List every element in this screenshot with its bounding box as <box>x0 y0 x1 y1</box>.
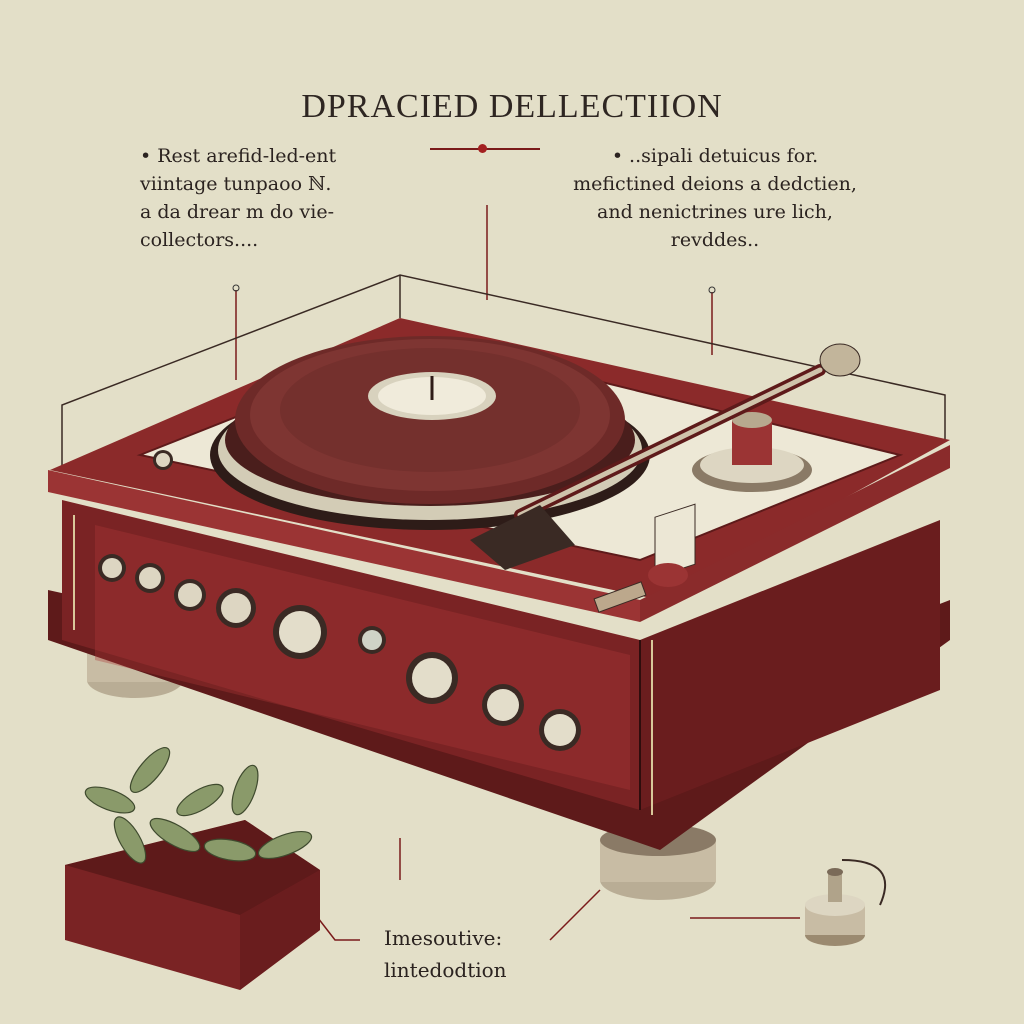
control-knob <box>358 626 386 654</box>
callout-left-line: • Rest arefid-led-ent <box>140 145 337 167</box>
control-knob <box>539 709 581 751</box>
title-divider-dot <box>478 144 487 153</box>
callout-left: • Rest arefid-led-ent viintage tunpaoo ℕ… <box>140 142 440 254</box>
control-knob <box>98 554 126 582</box>
callout-left-line: collectors.... <box>140 229 259 251</box>
leader-dot <box>232 284 240 292</box>
control-knob <box>135 563 165 593</box>
control-knobs <box>98 450 581 751</box>
callout-leaders <box>235 205 800 941</box>
control-knob <box>273 605 327 659</box>
control-knob <box>406 652 458 704</box>
callout-bottom-line: Imesoutive: <box>384 926 503 950</box>
callout-left-line: a da drear m do vie- <box>140 201 335 223</box>
tonearm <box>470 343 861 570</box>
page-title: DPRACIED DELLECTIION <box>301 88 723 125</box>
leader-dot <box>708 286 716 294</box>
control-knob <box>174 579 206 611</box>
callout-right-line: and nenictrines ure lich, <box>597 201 833 223</box>
potted-plant-icon <box>65 747 320 990</box>
callout-right-line: revddes.. <box>670 229 760 251</box>
callout-right: • ..sipali detuicus for. mefictined deio… <box>520 142 910 254</box>
pitch-controls <box>593 503 696 613</box>
callout-left-line: viintage tunpaoo ℕ. <box>140 173 332 195</box>
control-knob <box>482 684 524 726</box>
platter <box>210 336 650 530</box>
control-knob <box>216 588 256 628</box>
cartridge-accessory-icon <box>805 859 886 946</box>
control-knob <box>153 450 173 470</box>
callout-right-line: mefictined deions a dedctien, <box>573 173 857 195</box>
callout-bottom: Imesoutive: lintedodtion <box>384 922 604 986</box>
callout-bottom-line: lintedodtion <box>384 958 507 982</box>
callout-right-line: • ..sipali detuicus for. <box>611 145 819 167</box>
